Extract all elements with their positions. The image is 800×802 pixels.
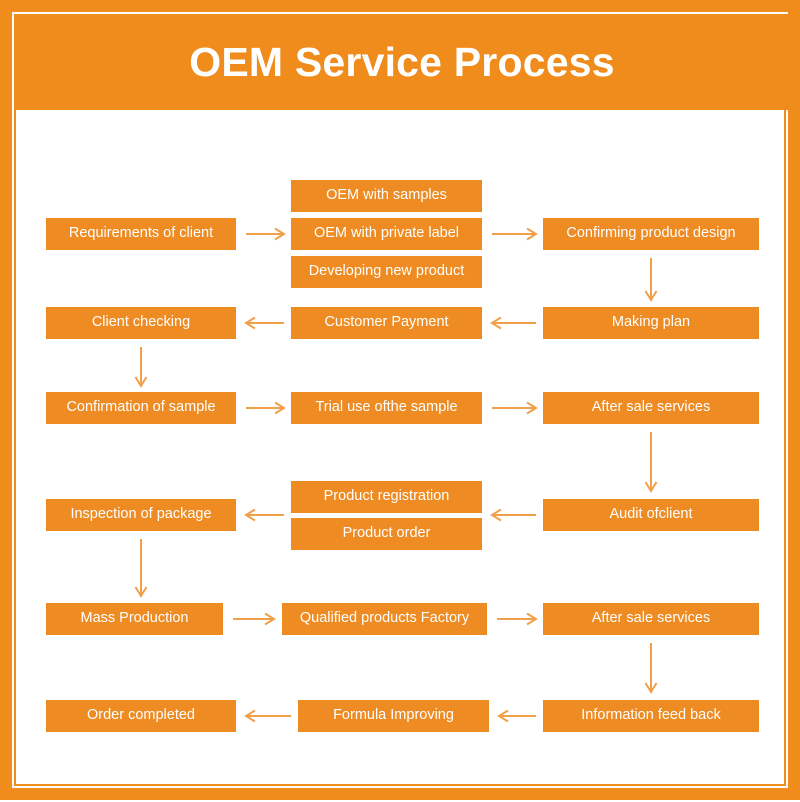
arrow-makingplan-to-payment (490, 313, 536, 333)
flow-node-label: Customer Payment (324, 314, 449, 331)
flow-node-label: After sale services (591, 610, 711, 627)
flow-node-n18: Information feed back (543, 700, 759, 732)
arrow-qualified-to-aftersale2 (497, 609, 538, 629)
arrow-requirements-to-oem (246, 224, 286, 244)
arrow-formula-to-ordercompleted (244, 706, 291, 726)
flow-node-n15: After sale services (543, 603, 759, 635)
flow-node-n2c: Developing new product (291, 256, 482, 288)
flow-node-n3: Confirming product design (543, 218, 759, 250)
arrow-trialuse-to-aftersale (492, 398, 538, 418)
arrow-aftersale2-to-feedback (641, 643, 661, 694)
arrow-confirming-to-makingplan (641, 258, 661, 302)
flow-node-n2b: OEM with private label (291, 218, 482, 250)
flow-node-label: OEM with samples (326, 187, 447, 204)
arrow-productorder-to-inspection (244, 505, 284, 525)
flow-node-label: After sale services (591, 399, 711, 416)
flow-node-label: Mass Production (80, 610, 189, 627)
arrow-audit-to-productorder (490, 505, 536, 525)
flow-node-n16: Order completed (46, 700, 236, 732)
flow-node-label: Audit ofclient (609, 506, 693, 523)
flow-node-label: Confirming product design (566, 225, 736, 242)
flow-node-label: Client checking (91, 314, 191, 331)
flow-node-n7: Confirmation of sample (46, 392, 236, 424)
arrow-aftersale-to-audit (641, 432, 661, 493)
flow-node-n9: After sale services (543, 392, 759, 424)
flow-node-label: Requirements of client (68, 225, 214, 242)
flow-node-n11b: Product order (291, 518, 482, 550)
flow-node-label: Qualified products Factory (299, 610, 470, 627)
title-banner: OEM Service Process (14, 14, 790, 110)
arrow-payment-to-clientchecking (244, 313, 284, 333)
poster-inner-gutter: OEM Service Process Requirements of clie… (12, 12, 790, 788)
arrow-inspection-to-massproduction (131, 539, 151, 598)
flow-node-label: Trial use ofthe sample (315, 399, 458, 416)
flow-node-n4: Client checking (46, 307, 236, 339)
flow-node-label: Product order (342, 525, 431, 542)
flow-node-label: Order completed (87, 707, 195, 724)
flow-node-label: Information feed back (581, 707, 721, 724)
flow-node-label: Product registration (323, 488, 450, 505)
flow-node-n13: Mass Production (46, 603, 223, 635)
page-title: OEM Service Process (189, 38, 615, 85)
flow-node-n10: Inspection of package (46, 499, 236, 531)
flow-node-n8: Trial use ofthe sample (291, 392, 482, 424)
flow-node-label: Confirmation of sample (66, 399, 216, 416)
poster-sheet: OEM Service Process Requirements of clie… (14, 14, 790, 786)
flow-node-label: Developing new product (308, 263, 465, 280)
flow-node-n11a: Product registration (291, 481, 482, 513)
arrow-confirmation-to-trialuse (246, 398, 286, 418)
flow-node-n5: Customer Payment (291, 307, 482, 339)
flow-node-label: Formula Improving (333, 707, 454, 724)
flow-node-n6: Making plan (543, 307, 759, 339)
flow-node-n12: Audit ofclient (543, 499, 759, 531)
flow-node-n2a: OEM with samples (291, 180, 482, 212)
flow-node-n14: Qualified products Factory (282, 603, 487, 635)
flow-node-n17: Formula Improving (298, 700, 489, 732)
flow-node-n1: Requirements of client (46, 218, 236, 250)
flow-node-label: OEM with private label (313, 225, 460, 242)
arrow-massproduction-to-qualified (233, 609, 276, 629)
flow-node-label: Making plan (611, 314, 691, 331)
flow-node-label: Inspection of package (70, 506, 212, 523)
arrow-clientchecking-to-confirmation (131, 347, 151, 388)
arrow-feedback-to-formula (497, 706, 536, 726)
arrow-oem-to-confirming (492, 224, 538, 244)
